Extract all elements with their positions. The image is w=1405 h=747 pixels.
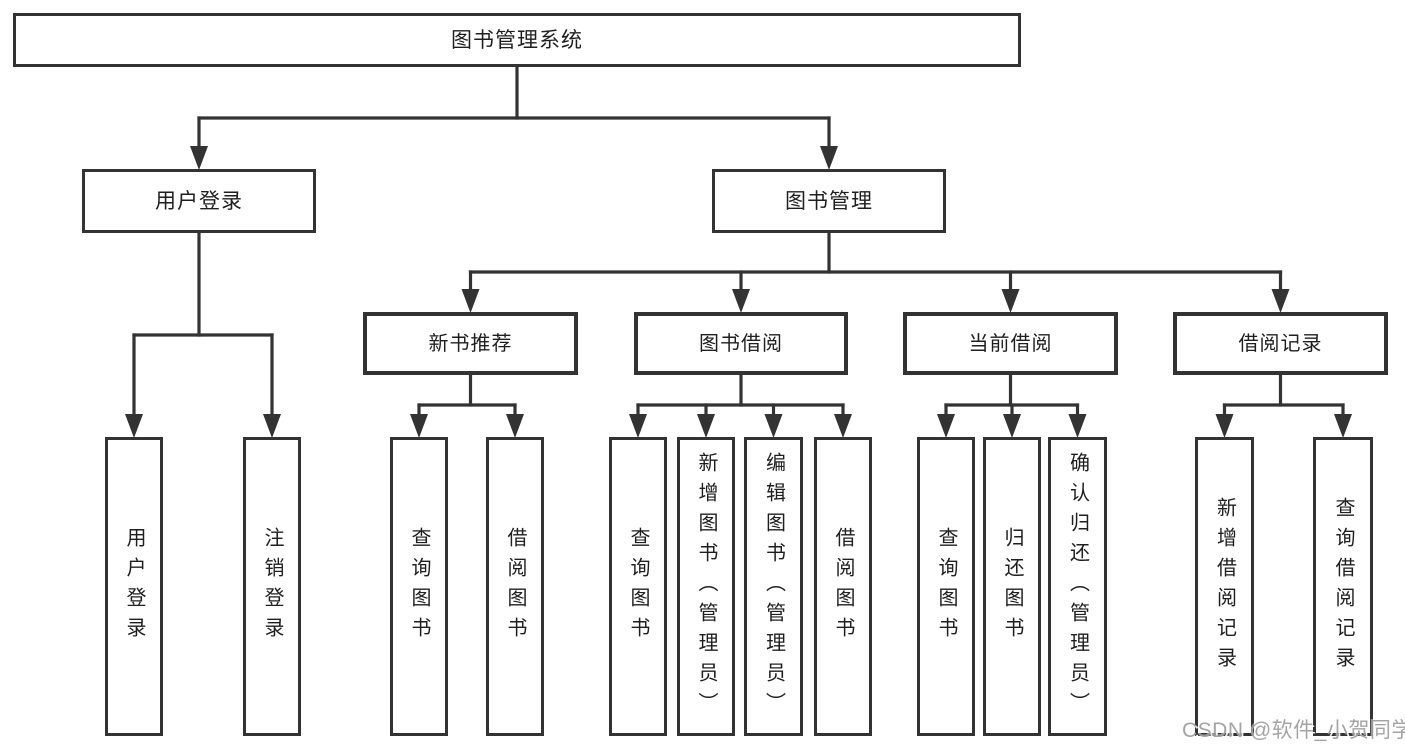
node-br-add-record: 新增借阅记录 [1195, 437, 1254, 736]
node-ul-user-login: 用户登录 [105, 437, 163, 736]
node-cb-return-book: 归还图书 [983, 437, 1041, 736]
watermark-text: CSDN @软件_小贺同学 [1182, 719, 1405, 742]
arrowhead-new-book-rec [461, 289, 480, 313]
node-bb-query-book: 查询图书 [609, 437, 667, 736]
arrowhead-bb-edit-book [764, 414, 783, 438]
node-new-book-rec: 新书推荐 [363, 312, 578, 375]
node-bb-add-book: 新增图书（管理员） [677, 437, 735, 736]
arrowhead-book-borrow [732, 289, 750, 313]
arrowhead-bb-borrow-book [834, 414, 852, 438]
arrowhead-current-borrow [1001, 289, 1020, 313]
arrowhead-nbr-query-book [410, 414, 428, 438]
node-nbr-query-book: 查询图书 [390, 437, 448, 736]
node-nbr-borrow-book: 借阅图书 [486, 437, 544, 736]
arrowhead-br-add-record [1215, 414, 1234, 438]
arrowhead-ul-user-login [125, 414, 143, 438]
node-bb-borrow-book: 借阅图书 [814, 437, 872, 736]
arrowhead-cb-return-book [1003, 414, 1021, 438]
arrowhead-ul-logout [263, 414, 281, 438]
node-br-query-record: 查询借阅记录 [1313, 437, 1373, 736]
node-cb-query-book: 查询图书 [917, 437, 975, 736]
arrowhead-br-query-record [1334, 414, 1352, 438]
arrowhead-cb-query-book [937, 414, 955, 438]
arrowhead-user-login [190, 146, 208, 170]
arrowhead-nbr-borrow-book [506, 414, 524, 438]
node-bb-edit-book: 编辑图书（管理员） [744, 437, 803, 736]
arrowhead-borrow-record [1271, 289, 1290, 313]
node-borrow-record: 借阅记录 [1173, 312, 1388, 375]
node-book-mgmt: 图书管理 [712, 169, 946, 233]
node-book-borrow: 图书借阅 [634, 312, 848, 375]
node-ul-logout: 注销登录 [243, 437, 301, 736]
node-cb-confirm-return: 确认归还（管理员） [1048, 437, 1107, 736]
node-user-login: 用户登录 [82, 169, 316, 233]
node-current-borrow: 当前借阅 [903, 312, 1118, 375]
arrowhead-bb-query-book [629, 414, 647, 438]
arrowhead-book-mgmt [820, 146, 838, 170]
arrowhead-cb-confirm-return [1068, 414, 1087, 438]
node-root: 图书管理系统 [13, 13, 1021, 67]
arrowhead-bb-add-book [697, 414, 715, 438]
